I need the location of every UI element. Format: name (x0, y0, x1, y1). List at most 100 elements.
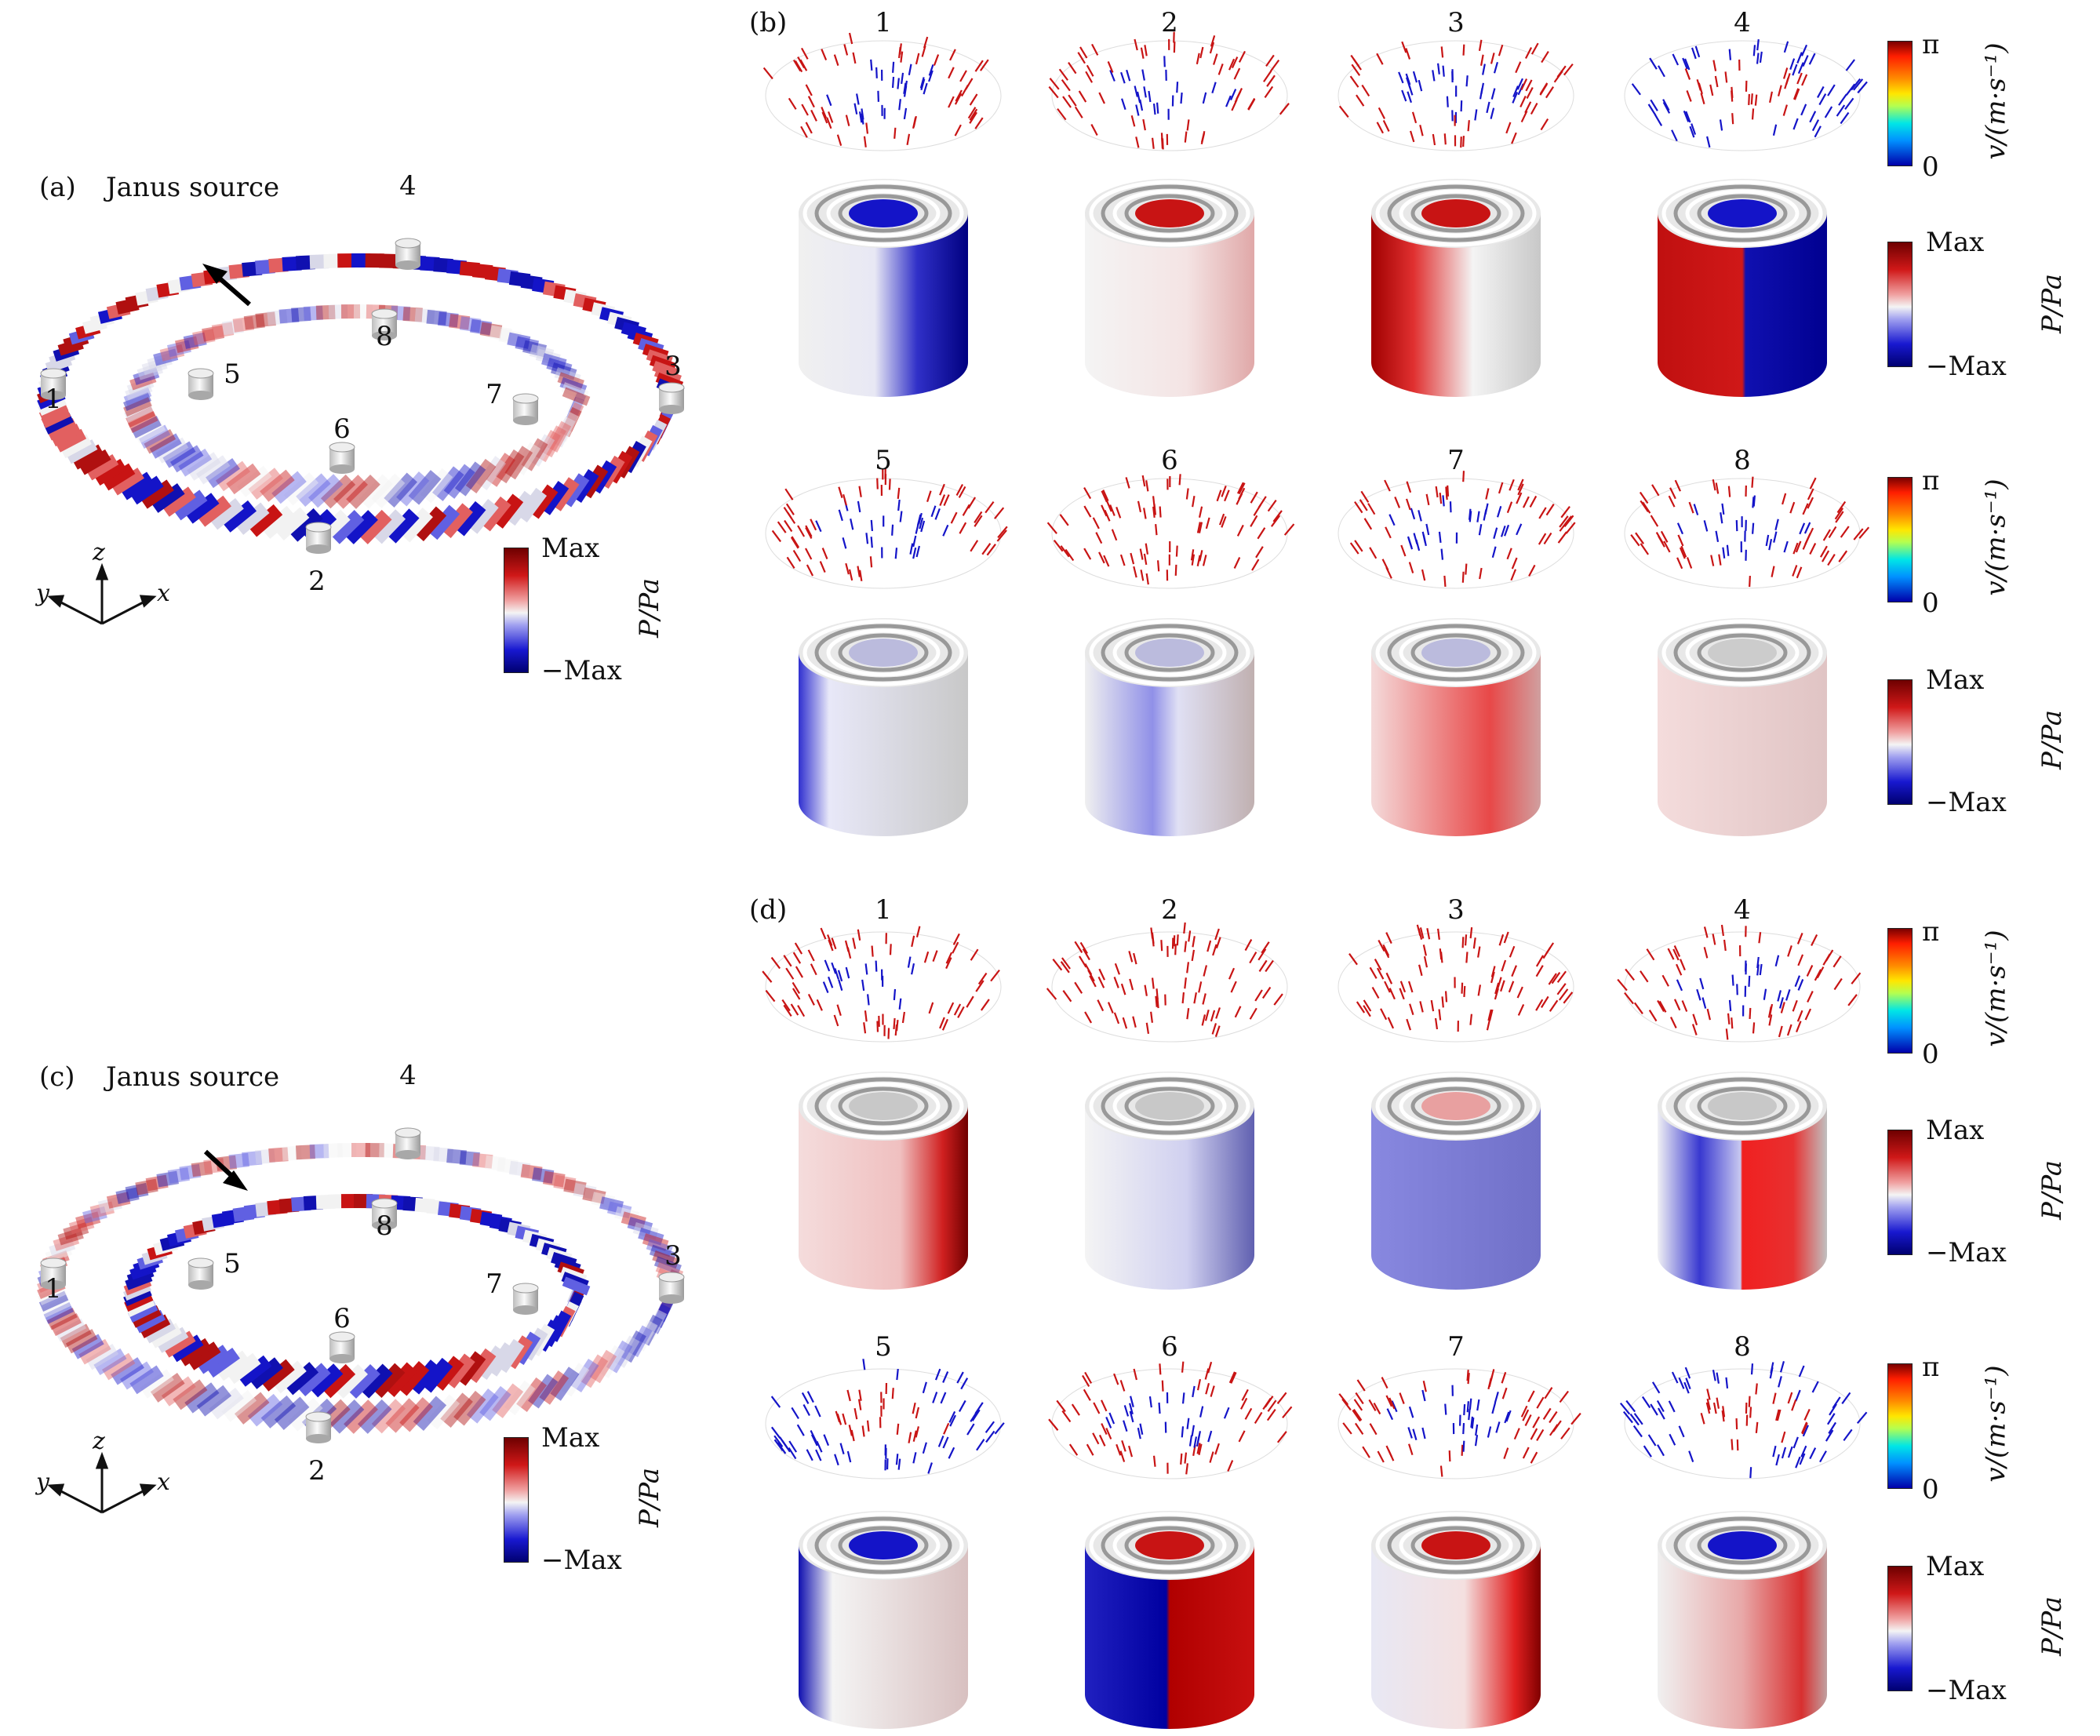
ring-plate (123, 397, 152, 417)
ring-plate (371, 1363, 406, 1399)
ring-plate (628, 1325, 653, 1358)
pressure-column-b-1 (799, 179, 968, 397)
ring-plate (542, 1170, 566, 1188)
ring-plate (541, 425, 566, 458)
ring-plate (333, 475, 368, 509)
ring-plate (206, 1348, 240, 1378)
ring-plate (591, 1192, 616, 1209)
ring-plate (521, 438, 548, 471)
ring-plate (178, 1337, 213, 1367)
grid-d-bottom-num-6: 6 (1161, 1331, 1178, 1363)
ring-plate (438, 311, 459, 328)
ring-plate (351, 1143, 370, 1157)
ring-plate (652, 1250, 680, 1269)
ring-plate (82, 1206, 107, 1224)
ring-plate (639, 1314, 663, 1346)
ring-plate (106, 1192, 131, 1209)
pressure-colorbar-a-max: Max (541, 533, 600, 564)
panel-d-label: (d) (749, 894, 788, 926)
axis-z-label-c: z (93, 1428, 105, 1455)
ring-plate (385, 508, 420, 544)
velocity-arrow-field (1338, 471, 1576, 589)
ring-plate (101, 1352, 136, 1381)
ring-plate (606, 1340, 633, 1374)
ring-plate (504, 490, 536, 526)
port-cylinder-7 (512, 393, 539, 425)
ring-plate (41, 1296, 71, 1318)
ring-plate (328, 304, 348, 319)
ring-plate (446, 1148, 467, 1165)
ring-plate (133, 367, 160, 386)
pressure-column-b-8 (1658, 618, 1827, 836)
velocity-colorbar-d1 (1887, 928, 1913, 1054)
ring-plate (156, 1170, 180, 1188)
ring-plate (646, 1239, 673, 1257)
ring-plate (426, 309, 447, 326)
ring-plate (144, 429, 177, 454)
pressure-colorbar-d1-min: −Max (1926, 1237, 2007, 1268)
ring-plate (243, 314, 265, 330)
ring-plate (557, 372, 584, 391)
ring-plate (562, 402, 584, 432)
port-cylinder-4 (395, 1127, 421, 1159)
ring-plate (209, 1387, 244, 1420)
velocity-arrow-field (1338, 39, 1574, 151)
ring-plate (38, 1285, 67, 1306)
ring-plate (475, 456, 506, 490)
ring-plate (459, 316, 482, 333)
ring-plate (161, 1376, 196, 1407)
ring-plate (599, 1196, 624, 1214)
ring-plate (65, 1329, 98, 1354)
velocity-arrow-field (765, 1359, 1005, 1479)
ring-plate (123, 387, 152, 406)
ring-plate (89, 1201, 115, 1219)
ring-plate (472, 1152, 493, 1169)
ring-plate (125, 382, 153, 401)
ring-plate (260, 469, 295, 502)
port-label-c-6: 6 (333, 1303, 351, 1334)
pressure-colorbar-b2-max: Max (1926, 664, 1985, 696)
velocity-arrow-field (1046, 922, 1288, 1043)
ring-plate (408, 470, 442, 505)
ring-plate (470, 318, 493, 336)
ring-plate (633, 1319, 658, 1352)
ring-plate (55, 1318, 87, 1342)
velocity-arrow-field (1338, 1368, 1581, 1479)
grid-b-top-num-1: 1 (875, 7, 892, 38)
ring-plate (191, 1160, 213, 1177)
ring-plate (337, 1143, 357, 1158)
ring-plate (504, 1380, 536, 1416)
port-cylinder-6 (329, 1331, 355, 1363)
pressure-colorbar-b1 (1887, 242, 1913, 367)
ring-plate (420, 1357, 453, 1393)
pressure-column-d-1 (799, 1072, 968, 1290)
pressure-column-b-2 (1085, 179, 1254, 397)
ring-plate (78, 449, 111, 475)
ring-plate (573, 1182, 597, 1200)
pressure-column-d-2 (1085, 1072, 1254, 1290)
grid-d-bottom-num-8: 8 (1734, 1331, 1751, 1363)
ring-plate (155, 437, 189, 464)
ring-plate (215, 460, 250, 492)
ring-plate (126, 377, 155, 396)
ring-plate (303, 305, 323, 321)
ring-plate (134, 420, 166, 444)
port-label-a-7: 7 (486, 379, 503, 410)
axis-x-label-a: x (157, 580, 170, 607)
ring-plate (86, 453, 119, 481)
velocity-colorbar-d1-unit: v/(m·s⁻¹) (1980, 930, 2012, 1047)
ring-plate (206, 458, 240, 489)
ring-plate (479, 496, 511, 532)
ring-plate (527, 1374, 559, 1409)
pressure-colorbar-d2-max: Max (1926, 1551, 1985, 1582)
ring-plate (150, 1373, 185, 1403)
axis-triad-c (47, 1451, 157, 1514)
pressure-colorbar-b1-max: Max (1926, 227, 1985, 258)
ring-plate (396, 471, 430, 507)
ring-plate (553, 1174, 577, 1192)
ring-plate (528, 434, 555, 468)
port-label-a-5: 5 (224, 358, 241, 390)
ring-plate (187, 1341, 221, 1370)
ring-plate (559, 377, 588, 396)
